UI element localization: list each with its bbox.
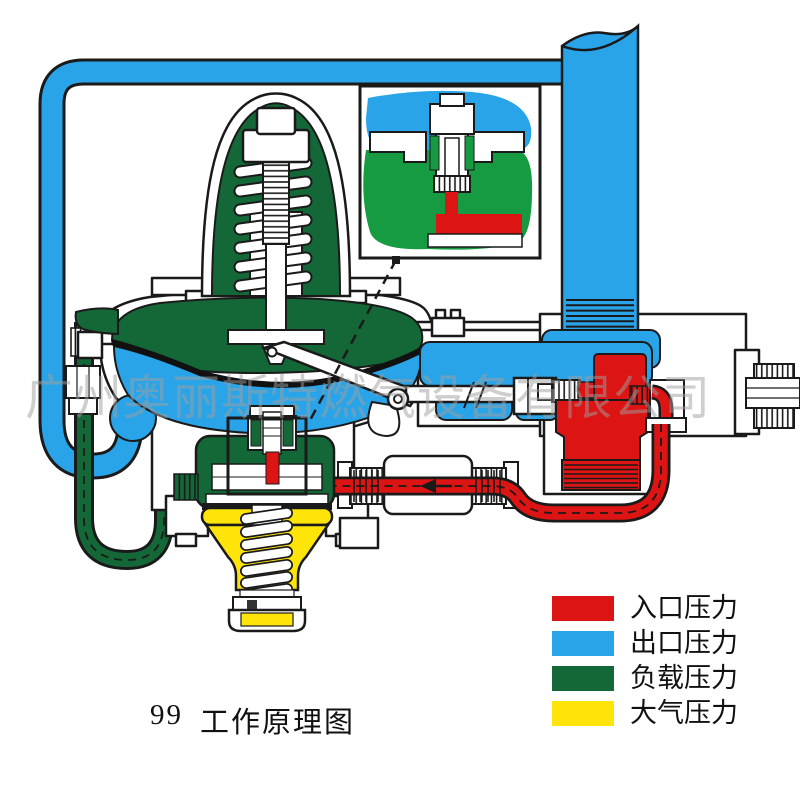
inlet-pressure-label: 入口压力 xyxy=(630,593,738,623)
diaphragm-plate xyxy=(227,329,325,345)
main-valve-cartridge xyxy=(555,353,687,491)
pilot-valve-stem xyxy=(265,451,280,485)
load-pressure-label: 负载压力 xyxy=(630,663,738,693)
detail-leader-line xyxy=(306,259,398,425)
load-chamber-arm xyxy=(74,307,119,336)
load-pressure-swatch xyxy=(552,666,614,691)
outlet-pressure-swatch xyxy=(552,631,614,656)
figure-caption: 99 工作原理图 xyxy=(150,699,355,741)
diaphragm xyxy=(111,339,423,388)
pilot-spring-case xyxy=(200,504,334,633)
flow-arrow xyxy=(420,479,452,493)
outlet-connection-fitting xyxy=(745,363,800,429)
outlet-pressure-label: 出口压力 xyxy=(630,628,738,658)
legend: 入口压力 出口压力 负载压力 大气压力 xyxy=(552,593,738,736)
figure-title: 工作原理图 xyxy=(200,707,356,739)
legend-item-outlet: 出口压力 xyxy=(552,628,738,658)
legend-item-atmosphere: 大气压力 xyxy=(552,698,738,728)
atmospheric-pressure-swatch xyxy=(552,701,614,726)
legend-item-load: 负载压力 xyxy=(552,663,738,693)
inlet-pressure-swatch xyxy=(552,596,614,621)
detail-highlight xyxy=(226,259,398,496)
spring-housing xyxy=(200,92,352,365)
figure-number: 99 xyxy=(150,699,183,731)
pilot-spring xyxy=(240,507,293,601)
outlet-sensing-pipe xyxy=(38,58,572,480)
valve-stem xyxy=(404,384,518,404)
inlet-pressure-pipe xyxy=(272,424,671,523)
lever-mechanism xyxy=(260,340,597,438)
atmospheric-pressure-label: 大气压力 xyxy=(630,698,738,728)
detail-inset xyxy=(358,84,542,264)
legend-item-inlet: 入口压力 xyxy=(552,593,738,623)
